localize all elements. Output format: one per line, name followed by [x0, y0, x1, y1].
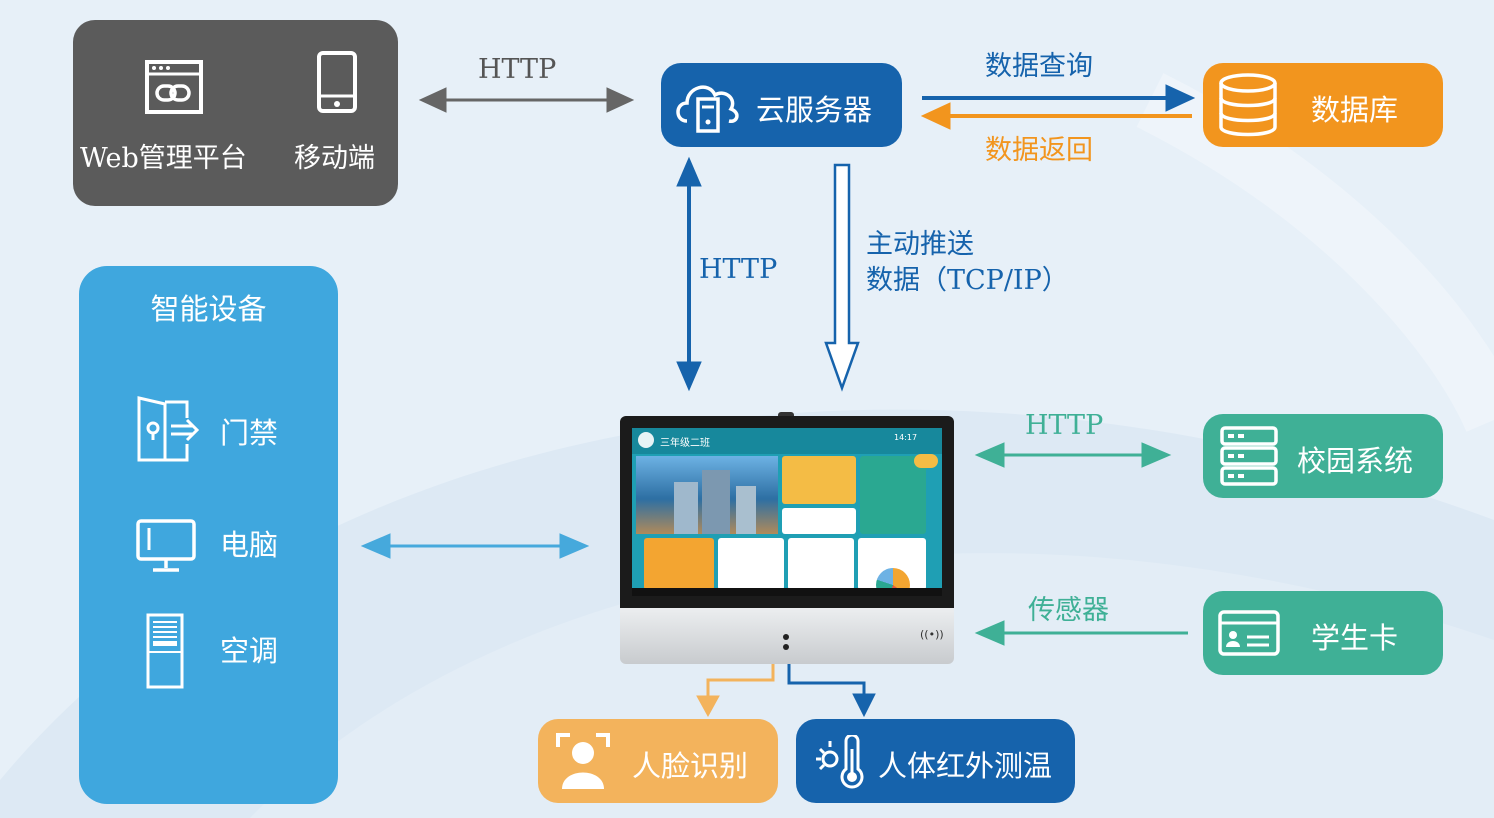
attendance-card [860, 456, 926, 534]
mobile-phone-icon [317, 51, 357, 113]
query-caption: 数据查询 [985, 51, 1093, 82]
smart-terminal: 三年级二班 14:17 ((•)) [620, 412, 954, 664]
push-arrow [824, 163, 860, 392]
face-scan-icon [556, 733, 610, 789]
database-box: 数据库 [1203, 63, 1443, 147]
bottom-card-4 [858, 538, 926, 596]
smart-devices-title: 智能设备 [150, 292, 267, 326]
screen-time: 14:17 [894, 433, 918, 442]
terminal-chin: ((•)) [620, 608, 954, 664]
notice-card [782, 508, 856, 534]
sensor-dot-2 [783, 644, 789, 650]
bottom-card-3 [788, 538, 854, 590]
smart-devices-box: 智能设备 门禁 电脑 空调 [79, 266, 338, 804]
browser-link-icon [145, 60, 203, 114]
face-recognition-box: 人脸识别 [538, 719, 778, 803]
push-caption-line1: 主动推送 [866, 229, 974, 260]
schedule-card [782, 456, 856, 504]
school-photo [636, 456, 778, 534]
terminal-screen: 三年级二班 14:17 [632, 428, 942, 596]
air-conditioner-icon [146, 613, 184, 689]
campus-system-box: 校园系统 [1203, 414, 1443, 498]
push-caption-line2: 数据（TCP/IP） [866, 265, 1069, 296]
client-cloud-arrow [418, 87, 635, 113]
return-caption: 数据返回 [985, 135, 1093, 166]
devices-terminal-arrow [360, 533, 590, 559]
cloud-server-label: 云服务器 [756, 93, 873, 127]
temperature-box: 人体红外测温 [796, 719, 1075, 803]
computer-icon [136, 519, 196, 572]
bottom-card-1 [644, 538, 714, 590]
campus-arrow [974, 442, 1172, 468]
return-arrow [920, 102, 1192, 130]
door-access-icon [137, 396, 200, 462]
client-cloud-caption: HTTP [478, 54, 557, 85]
database-icon [1219, 73, 1277, 137]
bottom-card-2 [718, 538, 784, 590]
nfc-icon: ((•)) [920, 628, 944, 641]
client-box: Web管理平台 移动端 [73, 20, 398, 206]
screen-header [632, 428, 942, 454]
sensor-arrow [974, 620, 1188, 646]
database-label: 数据库 [1311, 93, 1399, 127]
server-rack-icon [1220, 426, 1278, 486]
temp-arrow [787, 648, 876, 718]
sensor-caption: 传感器 [1028, 595, 1109, 626]
device-label-ac: 空调 [220, 634, 279, 668]
campus-caption: HTTP [1025, 410, 1104, 441]
web-platform-label: Web管理平台 [80, 143, 247, 174]
cloud-terminal-caption: HTTP [699, 254, 778, 285]
mobile-label: 移动端 [294, 143, 375, 174]
cloud-terminal-arrow [676, 156, 702, 392]
nav-bar [632, 588, 942, 596]
query-arrow [922, 84, 1196, 112]
temperature-label: 人体红外测温 [878, 749, 1053, 783]
thermometer-icon [816, 735, 864, 789]
cloud-server-box: 云服务器 [661, 63, 902, 147]
sensor-dot [783, 634, 789, 640]
school-logo-icon [638, 432, 654, 448]
face-recognition-label: 人脸识别 [632, 749, 749, 783]
student-card-box: 学生卡 [1203, 591, 1443, 675]
student-card-label: 学生卡 [1311, 621, 1399, 655]
class-name: 三年级二班 [660, 438, 710, 449]
id-card-icon [1218, 610, 1280, 656]
campus-system-label: 校园系统 [1297, 444, 1414, 478]
device-label-door: 门禁 [220, 416, 279, 450]
device-label-computer: 电脑 [220, 528, 279, 562]
cloud-server-icon [676, 85, 739, 133]
checkin-badge [914, 454, 938, 468]
